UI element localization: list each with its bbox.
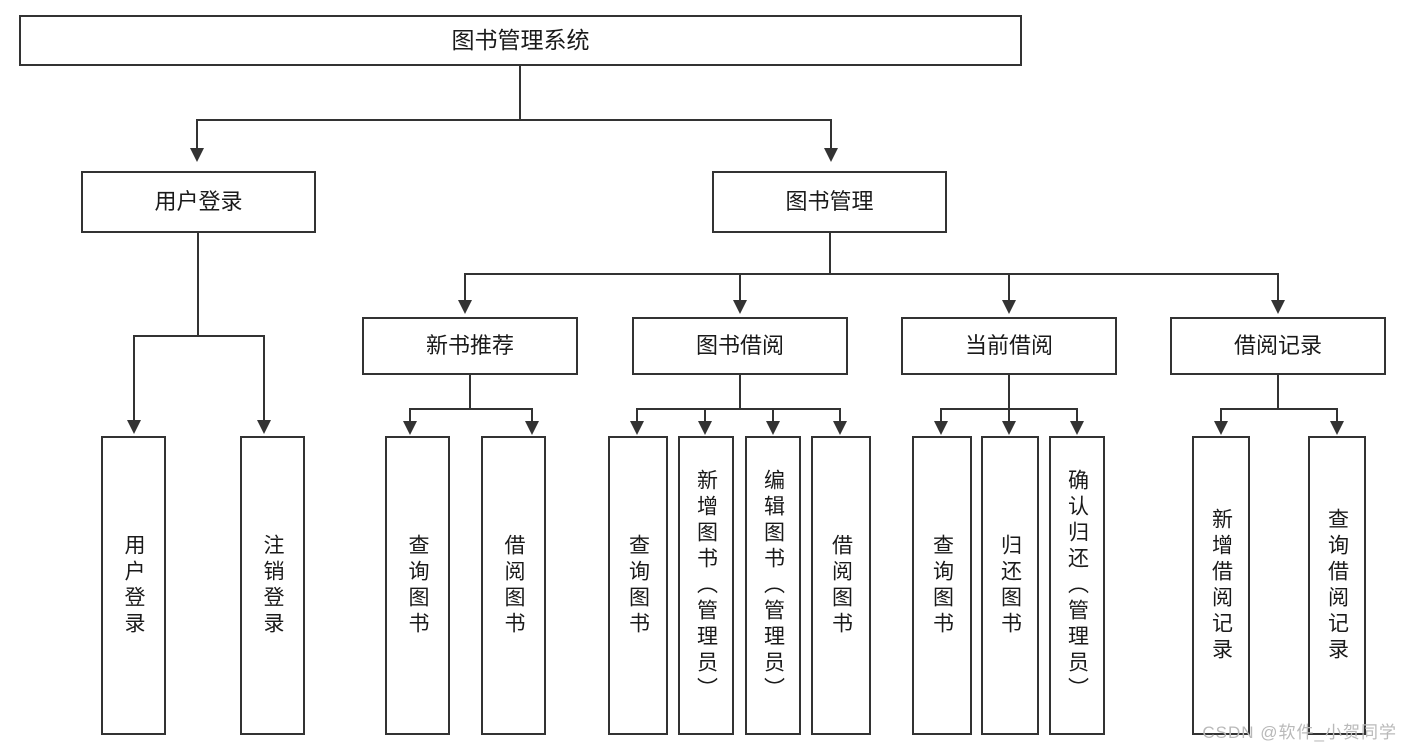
connector-drop-leaf-current-borrow-1 [940,408,942,422]
node-submodule-new-book[interactable]: 新书推荐 [362,317,578,375]
node-leaf-current-return-book[interactable]: 归还图书 [981,436,1039,735]
connector-drop-leaf-current-borrow-3 [1076,408,1078,422]
arrowhead-leaf-book-borrow-3 [766,421,780,435]
node-label: 新书推荐 [425,333,514,359]
node-leaf-record-add-record[interactable]: 新增借阅记录 [1192,436,1250,735]
arrowhead-leaf-book-borrow-4 [833,421,847,435]
node-leaf-newbook-borrow-book[interactable]: 借阅图书 [481,436,546,735]
arrowhead-user-login [190,148,204,162]
node-leaf-current-confirm-return-admin[interactable]: 确认归还（管理员） [1049,436,1105,735]
connector-user-login-stem [197,233,199,336]
connector-drop-leaf-book-borrow-3 [772,408,774,422]
node-label: 借阅图书 [502,533,525,638]
connector-root-bus [196,119,832,121]
node-submodule-borrow-record[interactable]: 借阅记录 [1170,317,1386,375]
node-label: 图书管理系统 [451,26,590,53]
node-label: 用户登录 [122,533,145,638]
connector-new-book-bus [409,408,533,410]
node-label: 借阅图书 [829,533,853,638]
node-label: 归还图书 [998,533,1022,638]
arrowhead-leaf-borrow-record-1 [1214,421,1228,435]
arrowhead-sub-4 [1271,300,1285,314]
connector-drop-leaf-book-borrow-2 [704,408,706,422]
connector-current-borrow-stem [1008,375,1010,409]
node-label: 查询图书 [626,533,650,638]
node-leaf-borrow-edit-book-admin[interactable]: 编辑图书（管理员） [745,436,801,735]
arrowhead-leaf-user-login-2 [257,420,271,434]
connector-root-stem [519,66,521,120]
arrowhead-leaf-current-borrow-2 [1002,421,1016,435]
node-label: 新增借阅记录 [1209,507,1233,664]
node-module-book-manage[interactable]: 图书管理 [712,171,947,233]
connector-user-login-bus [133,335,265,337]
node-leaf-record-query-record[interactable]: 查询借阅记录 [1308,436,1366,735]
connector-book-borrow-bus [636,408,841,410]
connector-drop-leaf-current-borrow-2 [1008,408,1010,422]
arrowhead-sub-3 [1002,300,1016,314]
node-label: 用户登录 [154,189,243,215]
connector-drop-user-login [196,119,198,149]
node-label: 确认归还（管理员） [1065,468,1089,703]
node-leaf-logout[interactable]: 注销登录 [240,436,305,735]
node-leaf-current-query-book[interactable]: 查询图书 [912,436,972,735]
connector-book-manage-bus [464,273,1278,275]
arrowhead-leaf-user-login-1 [127,420,141,434]
node-label: 编辑图书（管理员） [761,468,785,703]
connector-drop-leaf-user-login-2 [263,335,265,421]
node-label: 当前借阅 [964,333,1053,359]
connector-drop-leaf-user-login-1 [133,335,135,421]
node-label: 查询图书 [406,533,429,638]
node-label: 新增图书（管理员） [694,468,718,703]
node-label: 查询借阅记录 [1325,507,1349,664]
node-label: 图书借阅 [695,333,784,359]
node-label: 注销登录 [261,533,284,638]
arrowhead-sub-2 [733,300,747,314]
node-leaf-borrow-borrow-book[interactable]: 借阅图书 [811,436,871,735]
connector-drop-leaf-new-book-1 [409,408,411,422]
node-label: 查询图书 [930,533,954,638]
node-label: 图书管理 [785,189,874,215]
connector-book-borrow-stem [739,375,741,409]
node-submodule-current-borrow[interactable]: 当前借阅 [901,317,1117,375]
arrowhead-leaf-book-borrow-2 [698,421,712,435]
connector-drop-leaf-book-borrow-1 [636,408,638,422]
node-submodule-book-borrow[interactable]: 图书借阅 [632,317,848,375]
node-leaf-borrow-add-book-admin[interactable]: 新增图书（管理员） [678,436,734,735]
connector-borrow-record-bus [1220,408,1338,410]
connector-drop-sub-1 [464,273,466,301]
connector-drop-sub-4 [1277,273,1279,301]
arrowhead-leaf-book-borrow-1 [630,421,644,435]
arrowhead-leaf-current-borrow-1 [934,421,948,435]
node-leaf-user-login[interactable]: 用户登录 [101,436,166,735]
connector-book-manage-stem [829,233,831,274]
arrowhead-book-manage [824,148,838,162]
node-root-system[interactable]: 图书管理系统 [19,15,1022,66]
connector-drop-leaf-borrow-record-2 [1336,408,1338,422]
arrowhead-sub-1 [458,300,472,314]
connector-drop-sub-3 [1008,273,1010,301]
arrowhead-leaf-new-book-2 [525,421,539,435]
connector-drop-book-manage [830,119,832,149]
connector-drop-leaf-borrow-record-1 [1220,408,1222,422]
node-leaf-newbook-query-book[interactable]: 查询图书 [385,436,450,735]
arrowhead-leaf-borrow-record-2 [1330,421,1344,435]
connector-drop-sub-2 [739,273,741,301]
arrowhead-leaf-new-book-1 [403,421,417,435]
node-leaf-borrow-query-book[interactable]: 查询图书 [608,436,668,735]
arrowhead-leaf-current-borrow-3 [1070,421,1084,435]
connector-drop-leaf-new-book-2 [531,408,533,422]
node-module-user-login[interactable]: 用户登录 [81,171,316,233]
connector-borrow-record-stem [1277,375,1279,409]
node-label: 借阅记录 [1233,333,1322,359]
connector-drop-leaf-book-borrow-4 [839,408,841,422]
connector-new-book-stem [469,375,471,409]
